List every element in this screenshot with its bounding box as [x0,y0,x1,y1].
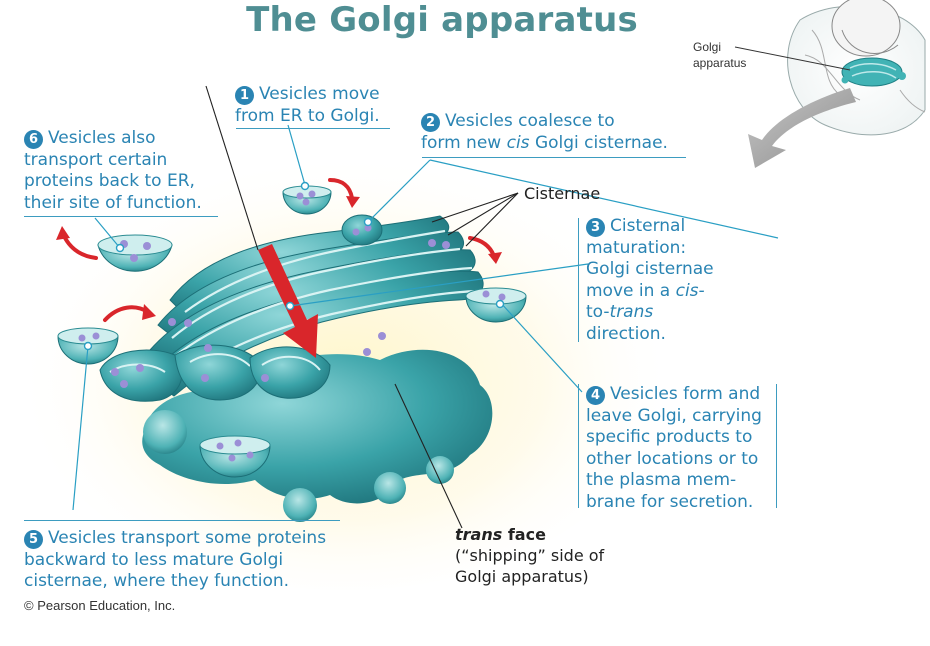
step-4-number: 4 [586,386,605,405]
step-6-number: 6 [24,130,43,149]
step-5: 5 Vesicles transport some proteins backwa… [24,528,326,593]
copyright-credit: © Pearson Education, Inc. [24,598,176,613]
gray-curved-arrow [748,88,856,168]
step-6: 6 Vesicles also transport certain protein… [24,128,202,214]
step-6-line-1: Vesicles also [48,128,156,148]
step-2: 2 Vesicles coalesce to form new cis Golgi… [421,111,668,154]
step-2-line-2b: Golgi cisternae. [534,132,668,153]
step-3: 3 Cisternal maturation: Golgi cisternae m… [586,216,714,345]
step-4-line-3: specific products to [586,427,753,447]
step-4-rule-right [776,384,778,508]
step-3-line-4-cis: cis- [675,280,705,301]
trans-face-line-3: Golgi apparatus) [455,567,589,586]
step-3-line-2: maturation: [586,237,687,258]
inset-label-line1: Golgi [693,40,722,54]
trans-face-label: trans face (“shipping” side of Golgi app… [455,524,604,587]
step-1-line-2: from ER to Golgi. [235,105,380,126]
step-2-line-2a: form new [421,132,502,153]
step-5-rule [24,520,340,522]
step-2-line-2-cis: cis [506,132,530,153]
step-4-line-1: Vesicles form and [610,384,761,404]
trans-face-line-2: (“shipping” side of [455,546,605,565]
step-3-line-1: Cisternal [610,216,686,236]
step-6-line-4: their site of function. [24,192,202,213]
step-5-line-2: backward to less mature Golgi [24,549,284,570]
inset-label-line2: apparatus [693,56,747,70]
step-2-number: 2 [421,113,440,132]
cisternae-label: Cisternae [524,184,601,203]
vesicle-4-bottom [199,435,271,478]
step-3-line-4: move in a [586,280,671,301]
red-curved-arrow-6 [62,234,98,260]
step-6-rule [24,216,218,218]
step-4-line-5: the plasma mem- [586,470,737,490]
step-3-line-5-trans: trans [609,302,654,322]
red-curved-arrow-1 [328,178,354,200]
step-1: 1 Vesicles move from ER to Golgi. [235,84,380,127]
step-3-number: 3 [586,218,605,237]
step-3-line-5: to- [586,302,610,322]
step-4-line-6: brane for secretion. [586,491,754,512]
step-4-rule [578,384,580,508]
step-2-line-1: Vesicles coalesce to [445,111,615,131]
step-4-line-2: leave Golgi, carrying [586,405,762,426]
page-title: The Golgi apparatus [246,0,638,40]
step-3-line-6: direction. [586,323,666,344]
inset-cell [734,0,926,136]
step-6-line-3: proteins back to ER, [24,171,195,191]
step-5-number: 5 [24,530,43,549]
trans-face-italic: trans [455,525,503,544]
step-5-line-3: cisternae, where they function. [24,571,290,591]
step-1-rule [236,128,390,130]
step-3-line-3: Golgi cisternae [586,259,714,279]
red-down-arrow [258,244,318,358]
step-1-number: 1 [235,86,254,105]
vesicle-3-right [465,287,527,323]
trans-face-bold: face [502,525,546,544]
step-4: 4 Vesicles form and leave Golgi, carrying… [586,384,762,513]
step-2-rule [422,157,686,159]
inset-golgi-label: Golgi apparatus [693,39,746,71]
vesicle-2 [341,214,383,246]
step-4-line-4: other locations or to [586,448,759,469]
step-5-line-1: Vesicles transport some proteins [48,528,327,548]
step-3-rule [578,218,580,342]
step-6-line-2: transport certain [24,149,168,170]
step-1-line-1: Vesicles move [259,84,380,104]
